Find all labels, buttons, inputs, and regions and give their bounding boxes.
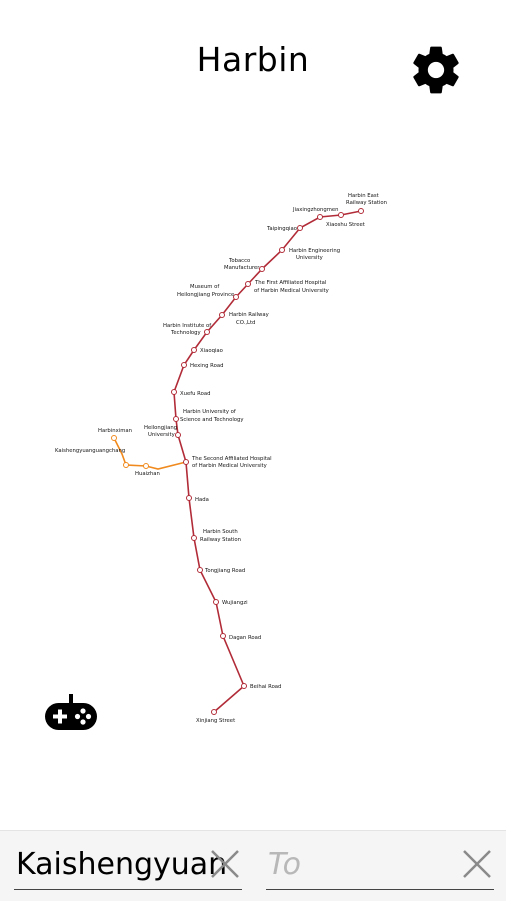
station-label: Harbin Engineering	[289, 248, 340, 254]
station-label: CO.,Ltd	[236, 320, 255, 326]
station-label: Xiaoqiao	[200, 348, 223, 354]
station-label: Heilongjiang Province	[177, 292, 234, 298]
station-label: Harbin Institute of	[163, 323, 211, 329]
station-label: Hada	[195, 497, 209, 503]
game-button[interactable]	[44, 694, 98, 732]
metro-map[interactable]: Harbinximan Kaishengyuanguangchang Huaiz…	[0, 170, 506, 740]
line3-track	[113, 437, 187, 470]
station-museum-heilongjiang[interactable]	[233, 294, 239, 300]
station-label: Tobacco	[228, 258, 250, 264]
gear-icon	[413, 46, 459, 94]
to-clear-button[interactable]	[460, 847, 494, 881]
station-label: Manufacturer	[224, 265, 260, 271]
station-dagan-road[interactable]	[220, 633, 226, 639]
station-beihai-road[interactable]	[241, 683, 247, 689]
station-tobacco-manufacturer[interactable]	[259, 266, 265, 272]
station-label: Kaishengyuanguangchang	[55, 448, 125, 454]
station-harbin-railway-co[interactable]	[219, 312, 225, 318]
station-label: Tongjiang Road	[204, 568, 245, 574]
station-label: Taipingqiao	[266, 226, 297, 232]
from-field	[14, 841, 242, 890]
station-label: Dagan Road	[229, 635, 261, 641]
station-huaizhan[interactable]	[143, 463, 149, 469]
from-clear-button[interactable]	[208, 847, 242, 881]
station-hada[interactable]	[186, 495, 192, 501]
to-field	[266, 841, 494, 890]
station-label: University	[148, 432, 175, 438]
station-label: Jiaxingzhongmen	[292, 207, 338, 213]
line1-stations: Harbin East Railway Station Xiaoshu Stre…	[144, 193, 387, 724]
station-label: Xiaoshu Street	[326, 222, 365, 228]
station-first-affiliated-hospital[interactable]	[245, 281, 251, 287]
settings-button[interactable]	[408, 42, 464, 98]
station-wujiangzi[interactable]	[213, 599, 219, 605]
station-label: Xuefu Road	[180, 391, 210, 397]
gamepad-icon	[45, 694, 97, 730]
station-harbin-east[interactable]	[358, 208, 364, 214]
station-label: Huaizhan	[135, 471, 160, 477]
station-label: Railway Station	[346, 200, 387, 206]
station-harbin-south[interactable]	[191, 535, 197, 541]
station-label: University	[296, 255, 323, 261]
station-harbin-institute-technology[interactable]	[204, 329, 210, 335]
station-label: Museum of	[190, 284, 219, 290]
station-label: Harbin East	[348, 193, 379, 199]
station-label: of Harbin Medical University	[254, 288, 329, 294]
station-label: Harbin South	[203, 529, 238, 535]
station-taipingqiao[interactable]	[297, 225, 303, 231]
station-harbin-engineering-university[interactable]	[279, 247, 285, 253]
station-label: Technology	[170, 330, 201, 336]
station-xiaoqiao[interactable]	[191, 347, 197, 353]
station-label: Hexing Road	[190, 363, 223, 369]
station-label: Xinjiang Street	[196, 718, 235, 724]
station-label: Harbin University of	[183, 409, 236, 415]
station-heilongjiang-university[interactable]	[175, 432, 181, 438]
station-label: Science and Technology	[180, 417, 244, 423]
to-input[interactable]	[266, 841, 483, 887]
station-harbin-univ-science-tech[interactable]	[173, 416, 179, 422]
station-xiaoshu-street[interactable]	[338, 212, 344, 218]
station-xuefu-road[interactable]	[171, 389, 177, 395]
from-input[interactable]	[14, 841, 231, 887]
line3-stations: Harbinximan Kaishengyuanguangchang Huaiz…	[55, 428, 160, 477]
station-second-affiliated-hospital[interactable]	[183, 459, 189, 465]
station-jiaxingzhongmen[interactable]	[317, 214, 323, 220]
close-icon	[211, 850, 239, 878]
station-label: Beihai Road	[250, 684, 281, 690]
station-label: Railway Station	[200, 537, 241, 543]
station-harbinximan[interactable]	[111, 435, 117, 441]
page-title: Harbin	[196, 40, 310, 79]
station-label: Harbinximan	[98, 428, 132, 434]
station-hexing-road[interactable]	[181, 362, 187, 368]
station-label: The Second Affiliated Hospital	[191, 456, 272, 462]
route-search-bar	[0, 830, 506, 901]
station-label: of Harbin Medical University	[192, 463, 267, 469]
station-label: Harbin Railway	[229, 312, 269, 318]
station-label: Heilongjiang	[144, 425, 177, 431]
station-xinjiang-street[interactable]	[211, 709, 217, 715]
station-kaishengyuanguangchang[interactable]	[123, 462, 129, 468]
station-label: Wujiangzi	[222, 600, 248, 606]
station-label: The First Affiliated Hospital	[254, 280, 326, 286]
close-icon	[463, 850, 491, 878]
station-tongjiang-road[interactable]	[197, 567, 203, 573]
